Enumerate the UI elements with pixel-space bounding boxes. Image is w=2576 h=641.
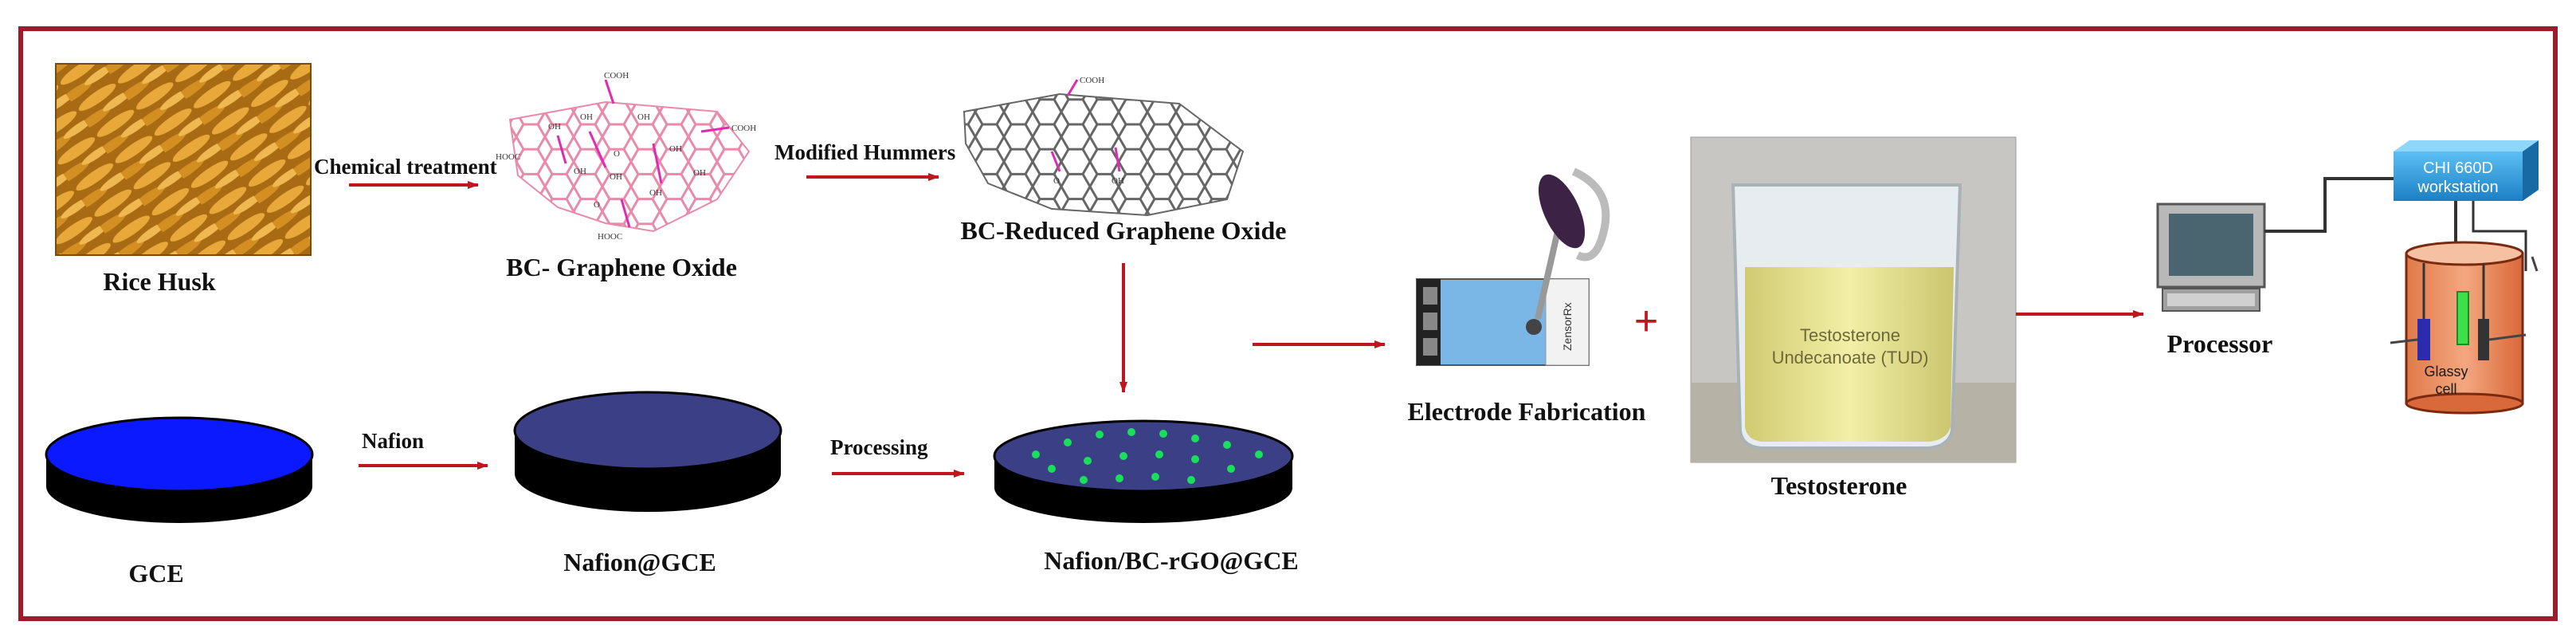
testosterone-label: Testosterone [1771,471,1907,500]
rgo-label-oh: OH [1112,176,1124,186]
beaker-text-line1: Testosterone [1800,325,1900,345]
go-label-hooc-1: HOOC [496,152,520,162]
rice-husk-label: Rice Husk [103,267,216,296]
go-label-oh-6: OH [610,172,622,182]
electrochemical-glassy-cell: Glassy cell [2390,241,2539,415]
processing-label: Processing [830,435,928,459]
rgo-label-cooh: COOH [1080,76,1104,85]
go-label-oh-7: OH [649,188,662,198]
nafion-gce-label: Nafion@GCE [563,548,716,576]
go-label-o-1: O [614,149,620,159]
rice-husk-photo [55,63,312,256]
cell-text-line2: cell [2435,381,2456,397]
workstation-cell-cable-2 [2472,199,2527,271]
plus-sign: + [1634,298,1658,344]
nafion-gce-disk [513,391,782,512]
processor-label: Processor [2167,329,2273,358]
rgo-label: BC-Reduced Graphene Oxide [961,216,1287,245]
go-label-oh-5: OH [574,167,586,176]
computer-monitor [2156,203,2266,312]
potentiostat-workstation: CHI 660D workstation [2394,140,2539,201]
electrode-fabrication-label: Electrode Fabrication [1408,397,1646,426]
go-label-oh-4: OH [669,144,682,154]
modified-hummers-label: Modified Hummers [774,140,955,164]
workstation-text-line2: workstation [2417,179,2498,196]
gce-label: GCE [128,559,183,588]
go-label-oh-3: OH [637,112,650,122]
go-label-cooh-1: COOH [604,71,629,81]
gce-disk [45,416,314,523]
go-label-cooh-2: COOH [731,124,756,133]
modified-gce-label: Nafion/BC-rGO@GCE [1044,546,1299,575]
modified-gce-disk [993,419,1294,523]
screen-printed-electrode-with-dropper: ZensorRx [1416,167,1610,366]
beaker-of-testosterone-solution: Testosterone Undecanoate (TUD) [1690,136,2017,463]
cell-text-line1: Glassy [2424,364,2468,379]
reduced-graphene-oxide-structure: COOH O OH [963,76,1245,217]
go-label-o-2: O [594,200,600,210]
go-label-oh-1: OH [548,122,561,132]
nafion-label: Nafion [362,429,424,453]
graphene-oxide-structure: COOH COOH OH OH OH O OH OH OH OH OH O HO… [496,71,756,242]
go-label-oh-2: OH [580,112,593,122]
chemical-treatment-label: Chemical treatment [314,155,497,179]
strip-text: ZensorRx [1561,302,1574,351]
go-label-oh-8: OH [693,168,706,178]
beaker-text-line2: Undecanoate (TUD) [1772,348,1929,368]
go-label: BC- Graphene Oxide [506,253,737,281]
workstation-text-line1: CHI 660D [2423,159,2493,177]
rgo-label-o: O [1053,176,1060,186]
go-label-hooc-2: HOOC [598,232,622,242]
outer-frame [18,26,2558,621]
computer-workstation-cable [2264,177,2394,233]
